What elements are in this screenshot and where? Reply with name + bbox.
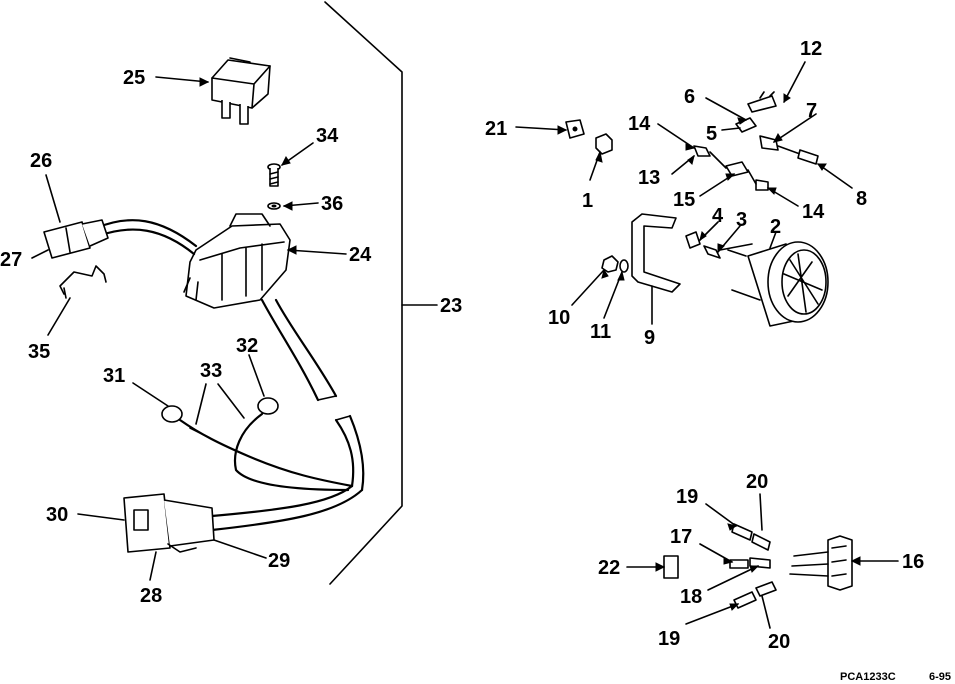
callout-6: 6	[684, 86, 695, 108]
callout-33: 33	[200, 360, 222, 382]
wire-harness-branch	[43, 219, 198, 259]
callout-9: 9	[644, 327, 655, 349]
callout-24: 24	[349, 244, 372, 266]
callout-30: 30	[46, 504, 68, 526]
callout-12: 12	[800, 38, 822, 60]
inline-terminal-parts	[693, 145, 769, 191]
assembly-bracket-23	[324, 1, 438, 585]
callout-20b: 20	[768, 631, 790, 653]
callout-19a: 19	[676, 486, 698, 508]
callout-32: 32	[236, 335, 258, 357]
callout-29: 29	[268, 550, 290, 572]
gauge-connector-part	[789, 535, 853, 591]
callout-22: 22	[598, 557, 620, 579]
screw-part	[267, 163, 281, 187]
callout-labels: 25 34 36 26 24 27 23 35 32 31 33 30 29 2…	[0, 38, 924, 653]
drawing-code: PCA1233C	[840, 671, 896, 683]
washer-11-part	[619, 259, 629, 273]
nut-part	[595, 133, 613, 155]
relay-part	[211, 57, 271, 125]
leader-arrowheads	[199, 77, 861, 611]
terminal-clip-part	[747, 91, 777, 113]
callout-28: 28	[140, 585, 162, 607]
callout-1: 1	[582, 190, 593, 212]
callout-27: 27	[0, 249, 22, 271]
callout-3: 3	[736, 209, 747, 231]
callout-20a: 20	[746, 471, 768, 493]
nut-10-part	[601, 255, 619, 273]
callout-10: 10	[548, 307, 570, 329]
gauge-hardware-parts	[685, 231, 753, 259]
callout-17: 17	[670, 526, 692, 548]
callout-35: 35	[28, 341, 50, 363]
callout-5: 5	[706, 123, 717, 145]
callout-21: 21	[485, 118, 507, 140]
callout-15: 15	[673, 189, 695, 211]
lead-terminals-part	[729, 523, 777, 609]
gauge-mount-bracket-part	[631, 213, 681, 293]
gauge-part	[727, 241, 829, 327]
wire-clip-part	[59, 265, 107, 299]
callout-34: 34	[316, 125, 339, 147]
washer-part	[267, 202, 281, 210]
main-connector-part	[123, 493, 215, 553]
callout-23: 23	[440, 295, 462, 317]
terminal-22-part	[663, 555, 679, 579]
callout-13: 13	[638, 167, 660, 189]
callout-25: 25	[123, 67, 145, 89]
callout-11: 11	[590, 321, 611, 343]
harness-junction-part	[183, 213, 291, 309]
callout-26: 26	[30, 150, 52, 172]
main-harness-cable	[210, 298, 365, 532]
callout-31: 31	[103, 365, 125, 387]
drawing-reference: PCA1233C 6-95	[840, 671, 951, 683]
callout-16: 16	[902, 551, 924, 573]
callout-8: 8	[856, 188, 867, 210]
callout-2: 2	[770, 216, 781, 238]
callout-14b: 14	[802, 201, 825, 223]
small-bracket-part	[565, 119, 585, 139]
callout-19b: 19	[658, 628, 680, 650]
callout-36: 36	[321, 193, 343, 215]
ground-lead-wires	[161, 397, 354, 492]
callout-18: 18	[680, 586, 702, 608]
callout-14a: 14	[628, 113, 651, 135]
callout-4: 4	[712, 205, 724, 227]
callout-7: 7	[806, 100, 817, 122]
date-code: 6-95	[929, 671, 951, 683]
